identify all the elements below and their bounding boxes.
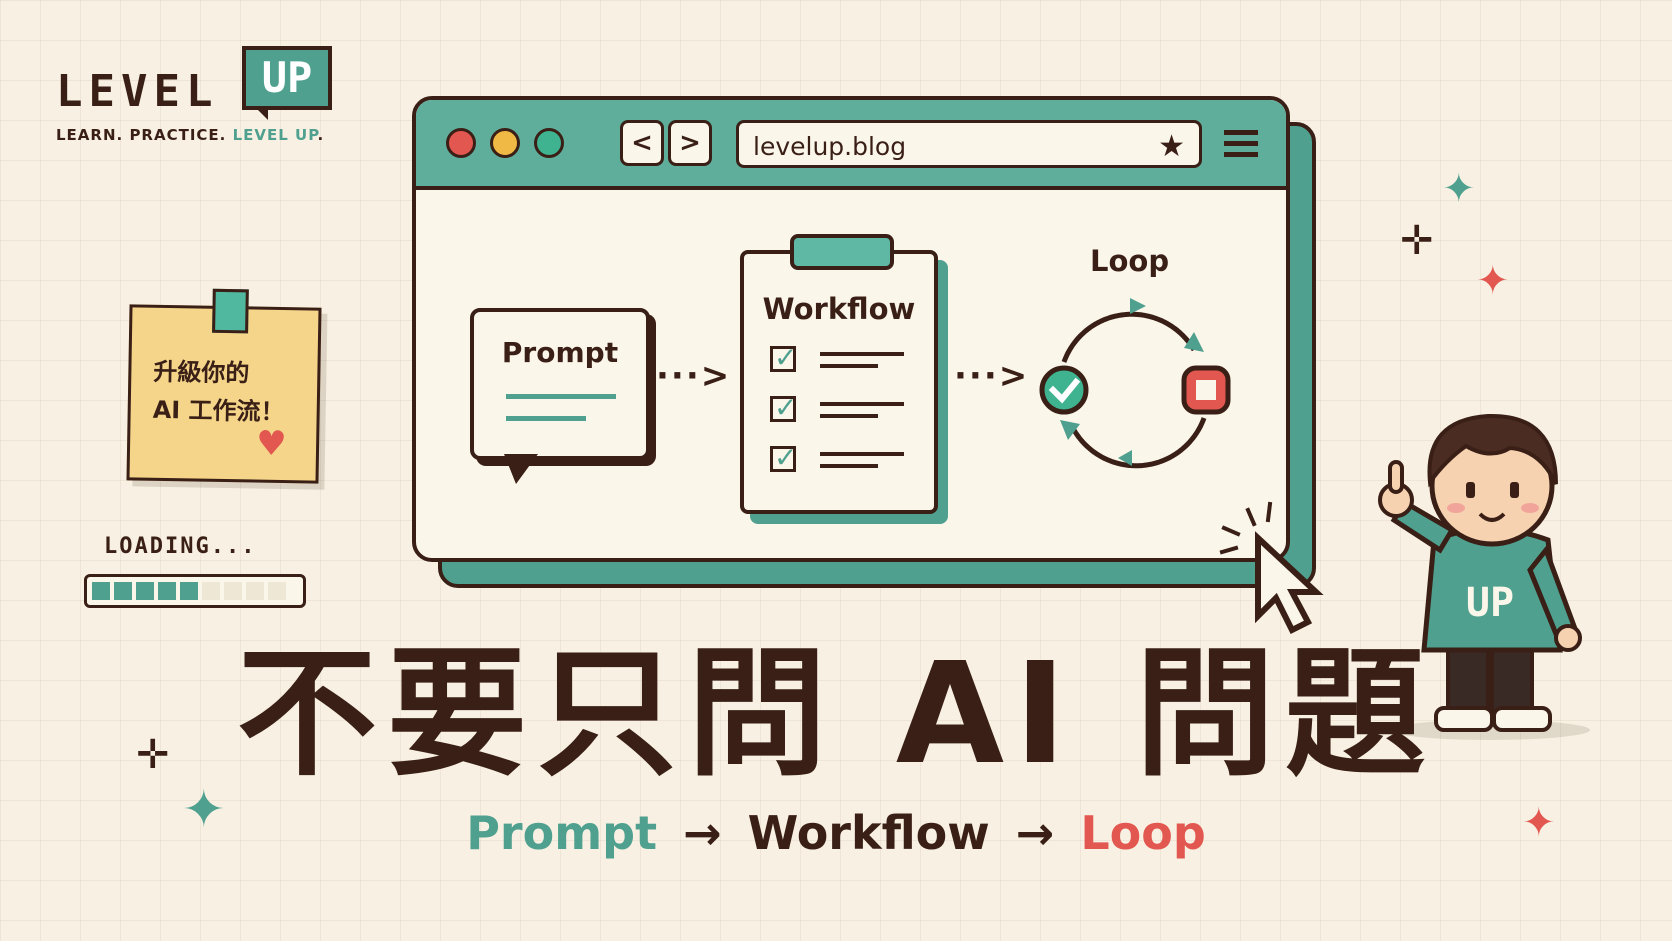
checkbox-checked-icon: [770, 441, 797, 474]
progress-segment: [246, 582, 264, 600]
browser-titlebar: < > levelup.blog ★: [416, 100, 1286, 190]
workflow-clipboard: Workflow: [740, 234, 938, 514]
progress-segment: [268, 582, 286, 600]
maximize-window-dot[interactable]: [534, 128, 564, 158]
sticky-note: 升級你的 AI 工作流！ ♥: [126, 288, 322, 484]
tagline-main: LEARN. PRACTICE.: [56, 126, 233, 144]
forward-button[interactable]: >: [668, 120, 712, 166]
arrow-right-icon: →: [1015, 806, 1055, 860]
note-line-2: AI 工作流！: [152, 395, 285, 427]
heart-icon: ♥: [255, 423, 287, 465]
bubble-tail: [504, 454, 538, 484]
prompt-label: Prompt: [501, 336, 619, 369]
back-button[interactable]: <: [620, 120, 664, 166]
dotted-arrow-2: ···>: [954, 356, 1030, 396]
loop-label: Loop: [1090, 244, 1170, 278]
address-bar[interactable]: levelup.blog ★: [736, 120, 1202, 168]
dotted-arrow-1: ···>: [656, 356, 732, 396]
star-icon[interactable]: ★: [1158, 129, 1185, 164]
address-url: levelup.blog: [753, 132, 907, 161]
loop-cycle-icon: [1039, 298, 1231, 469]
sparkle-icon: ✦: [1476, 258, 1510, 304]
note-line-1: 升級你的: [153, 357, 250, 388]
prompt-line-2: [506, 416, 586, 421]
pointing-boy-character: UP: [1378, 413, 1590, 740]
headline-title: 不要只問 AI 問題: [237, 633, 1435, 796]
browser-window: < > levelup.blog ★: [412, 96, 1316, 588]
logo-up-badge: UP: [242, 46, 332, 110]
progress-segment: [180, 582, 198, 600]
loading-label: LOADING...: [104, 534, 257, 559]
hamburger-menu-icon[interactable]: [1224, 130, 1258, 158]
logo-speech-tail: [254, 106, 268, 120]
svg-text:UP: UP: [1466, 580, 1514, 626]
mouse-cursor-icon: [1219, 501, 1324, 635]
flow-caption: Prompt → Workflow → Loop: [0, 806, 1672, 860]
tagline-accent: LEVEL UP: [232, 126, 318, 144]
logo-tagline: LEARN. PRACTICE. LEVEL UP.: [56, 126, 324, 144]
progress-segment: [158, 582, 176, 600]
clipboard-clip: [790, 234, 894, 270]
prompt-speech-bubble: Prompt: [470, 308, 650, 484]
checkbox-checked-icon: [770, 341, 797, 374]
note-tape: [212, 288, 249, 334]
checklist-item: [770, 441, 920, 478]
sparkle-icon: ✦: [1442, 166, 1476, 212]
checklist-item: [770, 391, 920, 428]
progress-segment: [136, 582, 154, 600]
checklist-item: [770, 341, 920, 378]
logo-level-text: LEVEL: [56, 66, 219, 117]
sparkle-icon: ✛: [1400, 218, 1434, 264]
progress-segment: [202, 582, 220, 600]
check-circle-icon: [1039, 365, 1089, 415]
prompt-line-1: [506, 394, 616, 399]
progress-segment: [224, 582, 242, 600]
sparkle-icon: ✦: [1522, 800, 1556, 846]
sparkle-icon: ✦: [182, 780, 226, 840]
progress-segment: [114, 582, 132, 600]
progress-segment: [92, 582, 110, 600]
levelup-logo: LEVEL UP LEARN. PRACTICE. LEVEL UP.: [56, 44, 346, 154]
workflow-label: Workflow: [762, 292, 916, 326]
flow-step-workflow: Workflow: [747, 806, 990, 860]
arrow-right-icon: →: [683, 806, 722, 860]
tagline-end: .: [317, 126, 325, 144]
minimize-window-dot[interactable]: [490, 128, 520, 158]
loading-progress-bar: [84, 574, 306, 608]
close-window-dot[interactable]: [446, 128, 476, 158]
flow-step-loop: Loop: [1080, 806, 1206, 860]
checkbox-checked-icon: [770, 391, 797, 424]
sparkle-icon: ✛: [136, 732, 170, 778]
flow-step-prompt: Prompt: [466, 806, 658, 860]
